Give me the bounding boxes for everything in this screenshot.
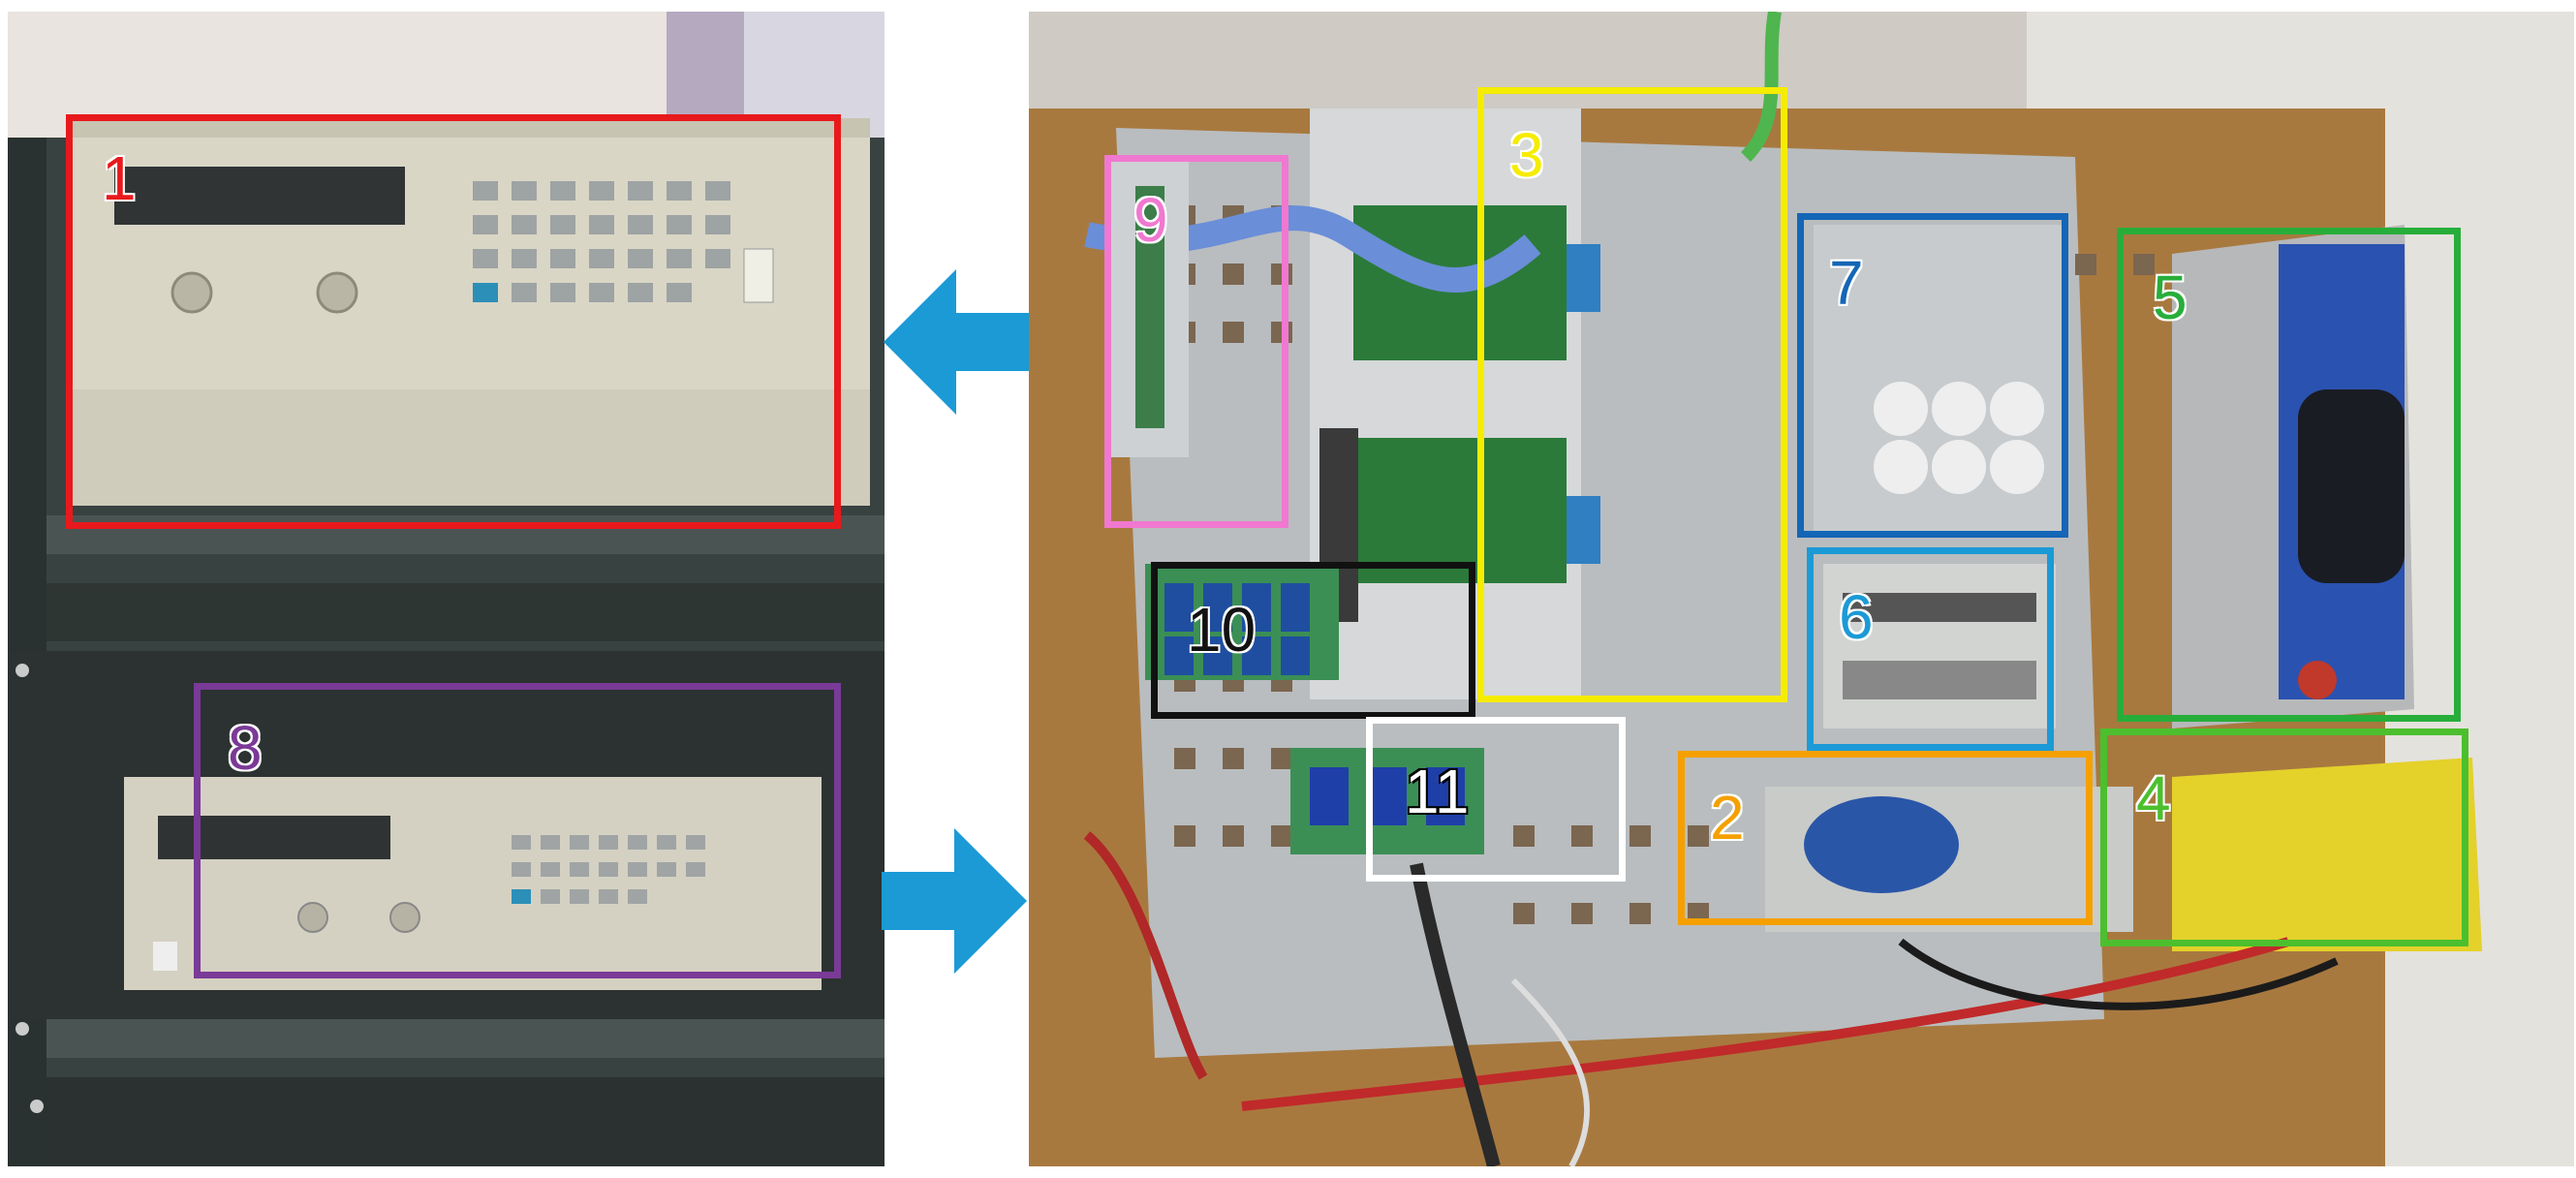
upper-supply-keypad [473,181,730,302]
box-2-inductor [1678,751,2093,925]
red-cable-bottom [1241,937,2290,1111]
box-8-dc-power-supply [194,683,841,978]
contactor-panel [1823,564,2056,728]
shelf-bar-upper [8,515,885,554]
left-photo-power-supplies [8,12,885,1166]
box-5-ultracapacitor [2117,228,2461,722]
battery-cable [1898,938,2339,1010]
label-4: 4 [2136,763,2171,833]
label-3: 3 [1509,120,1544,190]
box-3-inverter [1477,87,1787,702]
box-1-dc-power-supply [66,114,841,529]
lower-supply-keypad [512,835,705,904]
black-cable [1410,862,1501,1166]
left-photo-scene [8,12,885,1166]
label-11: 11 [1405,757,1470,826]
upper-supply-display [114,167,405,225]
label-1: 1 [102,143,137,213]
gate-driver-board-2 [1353,438,1567,583]
lower-power-supply [8,651,885,1019]
lower-supply-knob-1 [297,902,328,933]
box-4-battery [2100,728,2468,946]
lower-supply-body [124,777,822,990]
box-9-controller-board [1104,155,1288,528]
right-photo-test-bench [1029,12,2574,1166]
upper-supply-enter-key [743,248,774,303]
upper-supply-knob-2 [316,271,358,314]
battery-cells [2172,758,2482,951]
lower-supply-blue-key [512,889,531,904]
box-10-relay-board [1151,562,1475,719]
label-5: 5 [2153,263,2188,332]
shelf-bottom [8,1077,885,1166]
upper-supply-blue-key [473,283,498,302]
label-7: 7 [1829,248,1864,318]
label-10: 10 [1187,595,1257,665]
inductor [1804,796,1959,893]
box-7-capacitor-bank [1797,213,2068,538]
red-cable-left [1083,831,1208,1080]
relays [1164,583,1310,675]
box-11-sensor-board [1366,717,1626,882]
lower-supply-power-switch [153,942,177,971]
arrow-shape [884,269,1029,415]
current-sensor-2 [1567,496,1600,564]
lower-supply-knob-2 [389,902,420,933]
upper-supply-knob-1 [171,271,213,314]
shelf-bar-lower [8,1019,885,1058]
label-2: 2 [1710,783,1745,852]
white-cables [1510,977,1590,1166]
shelf-bar-middle [8,583,885,641]
capacitors [1874,382,2044,494]
right-photo-scene [1029,12,2574,1166]
label-9: 9 [1133,185,1168,255]
upper-power-supply [66,118,870,506]
box-6-contactor-panel [1807,547,2054,751]
left-arrow-icon [884,269,1029,415]
label-8: 8 [228,713,263,783]
arrow-shape [882,828,1027,974]
right-arrow-icon [882,828,1027,974]
label-6: 6 [1839,582,1874,652]
current-sensor-1 [1567,244,1600,312]
